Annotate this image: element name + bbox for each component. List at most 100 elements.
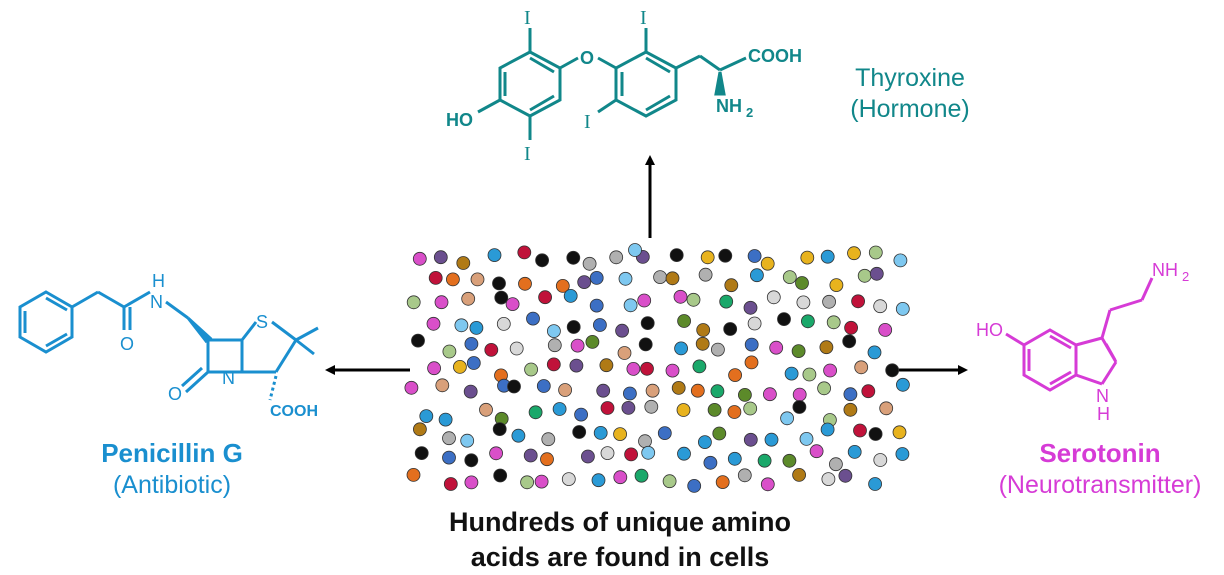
amino-acid-dot [600, 446, 615, 461]
amino-acid-dot [469, 320, 484, 335]
amino-acid-dot [463, 384, 478, 399]
amino-acid-dot [489, 446, 504, 461]
amino-acid-dot [628, 243, 642, 257]
serotonin-amine: NH [1152, 260, 1178, 280]
amino-acid-dot [438, 412, 453, 427]
amino-acid-dot [535, 253, 549, 268]
amino-acid-dot [820, 249, 835, 264]
amino-acid-dot [674, 341, 688, 356]
amino-acid-dot [645, 383, 660, 398]
penicillin-amide-n: N [150, 292, 163, 312]
amino-acid-dot [747, 316, 762, 331]
amino-acid-dot [493, 468, 508, 483]
penicillin-ring-n: N [222, 368, 235, 388]
amino-acid-dot [743, 300, 758, 315]
amino-acid-dot [747, 249, 762, 263]
amino-acid-dot [442, 450, 456, 465]
amino-acid-dot [574, 407, 588, 422]
amino-acid-dot [712, 426, 727, 441]
amino-acid-dot [443, 477, 458, 491]
amino-acid-dot [710, 384, 725, 399]
amino-acid-dot [687, 478, 702, 493]
penicillin-carboxyl: COOH [270, 403, 318, 420]
serotonin-amine-subscript: 2 [1182, 269, 1189, 284]
amino-acid-dot [541, 432, 556, 447]
amino-acid-dot [593, 425, 608, 440]
amino-acid-dot [487, 248, 502, 263]
thyroxine-iodine-2: I [640, 7, 647, 29]
amino-acid-dot [492, 276, 506, 291]
amino-acid-dot [842, 334, 857, 349]
thyroxine-amine-subscript: 2 [746, 105, 753, 120]
amino-acid-dot [442, 431, 456, 446]
amino-acid-dot [609, 250, 624, 265]
amino-acid-dot [801, 314, 815, 329]
amino-acid-dot [464, 475, 479, 490]
amino-acid-dot [838, 468, 853, 483]
amino-acid-dot [569, 358, 584, 373]
amino-acid-dot [496, 316, 511, 331]
amino-acid-dot [728, 368, 742, 383]
amino-acid-dot [555, 278, 570, 293]
amino-acid-dot [896, 377, 910, 392]
amino-acid-dot [719, 294, 734, 309]
amino-acid-dot [434, 295, 449, 310]
amino-acid-dot [895, 301, 910, 316]
amino-acid-dot [760, 477, 775, 492]
serotonin-indole-n: N [1096, 386, 1109, 406]
amino-acid-dot [566, 250, 581, 265]
amino-acid-dot [861, 384, 876, 399]
thyroxine-hydroxyl: HO [446, 110, 473, 130]
amino-acid-dot [769, 340, 784, 355]
amino-acid-dot [718, 248, 733, 263]
amino-acid-dot [802, 367, 817, 382]
amino-acid-dot [563, 288, 578, 303]
thyroxine-category: (Hormone) [850, 95, 970, 123]
amino-acid-dot [572, 425, 587, 439]
thyroxine-name: Thyroxine [855, 64, 965, 92]
amino-acid-dot [589, 270, 604, 285]
amino-acid-dot [638, 434, 652, 449]
amino-acid-dot [538, 290, 552, 305]
amino-acid-dot [585, 334, 600, 349]
amino-acid-dot [796, 295, 811, 310]
amino-acid-dot [460, 433, 475, 448]
amino-acid-dot [676, 403, 691, 417]
amino-acid-dot [653, 270, 667, 285]
amino-acid-dot [743, 432, 758, 447]
amino-acid-dot [707, 402, 722, 417]
amino-acid-dot [662, 474, 677, 489]
amino-acid-dot [711, 342, 725, 357]
amino-acid-dot [577, 275, 592, 290]
amino-acid-dot [738, 387, 752, 402]
amino-acid-dot [744, 337, 759, 352]
amino-acid-dot [600, 401, 615, 415]
amino-acid-dot [873, 453, 888, 467]
amino-acid-dot [857, 268, 872, 283]
amino-acid-dot [868, 427, 883, 441]
amino-acid-dot [800, 250, 815, 265]
amino-acid-dot [851, 294, 865, 309]
amino-acid-dot [505, 297, 520, 312]
amino-acid-dot [867, 345, 882, 360]
amino-acid-dot [696, 323, 711, 337]
amino-acid-dot [520, 475, 534, 490]
amino-acid-dot [879, 401, 894, 416]
amino-acid-dot [885, 363, 900, 378]
amino-acid-dot [673, 289, 688, 304]
amino-acid-dot [524, 362, 538, 377]
thyroxine-iodine-4: I [584, 111, 591, 133]
amino-acid-dot [528, 405, 543, 420]
amino-acid-dot [419, 409, 434, 424]
amino-acid-dot [737, 468, 752, 483]
thyroxine-amine: NH [716, 96, 742, 116]
amino-acid-dot [822, 294, 836, 309]
amino-acid-dot [878, 322, 893, 337]
amino-acid-dot [466, 356, 481, 370]
amino-acid-dot [795, 276, 809, 290]
amino-acid-dot [546, 357, 561, 372]
amino-acid-dot [698, 435, 712, 450]
amino-acid-dot [757, 453, 772, 468]
amino-acid-dot [869, 266, 884, 281]
serotonin-hydroxyl: HO [976, 320, 1003, 340]
